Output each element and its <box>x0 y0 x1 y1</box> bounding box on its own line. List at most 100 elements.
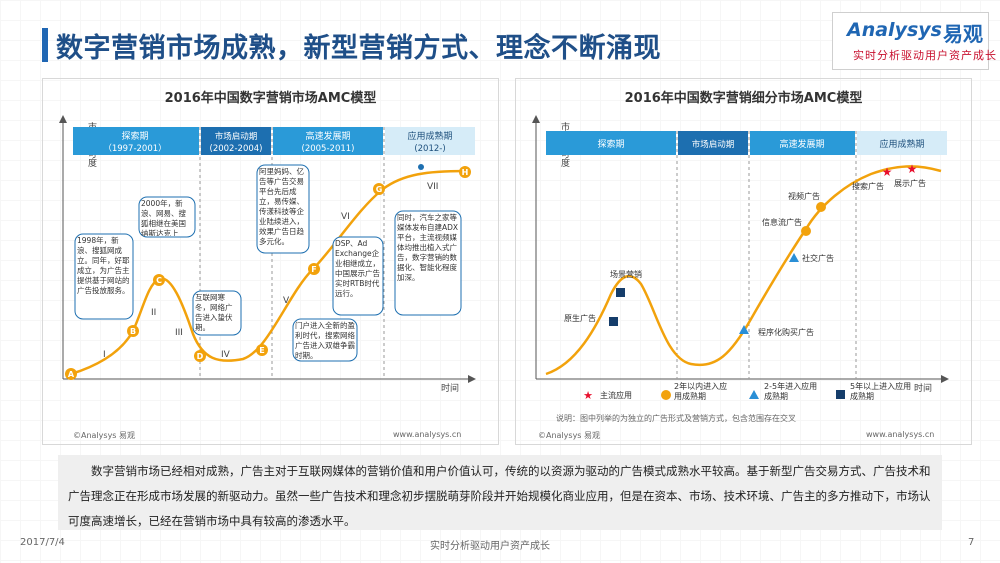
left-roman-1: I <box>103 350 106 360</box>
left-phase-2-years: (2002-2004) <box>210 144 263 154</box>
logo-brand-cn: 易观 <box>943 22 983 46</box>
right-phase-3-name: 高速发展期 <box>779 138 824 150</box>
left-point-f: F <box>308 263 320 275</box>
left-callout-5-text: 阿里妈妈、亿告等广告交易平台先后成立，易传媒、传漾科技等企业陆续进入，效果广告日… <box>259 167 304 246</box>
right-amc-panel: 2016年中国数字营销细分市场AMC模型 市场认可度 时间 探索期 市场启动期 … <box>515 78 972 445</box>
right-panel-title: 2016年中国数字营销细分市场AMC模型 <box>624 91 863 106</box>
left-callout-4 <box>292 318 358 362</box>
left-phase-4 <box>385 127 475 155</box>
left-point-b: B <box>127 325 139 337</box>
left-point-a: A <box>65 368 77 380</box>
legend-2-5-years: 2-5年进入应用成熟期 <box>749 382 817 401</box>
svg-text:主流应用: 主流应用 <box>600 390 632 400</box>
right-x-arrow <box>941 375 949 383</box>
left-roman-2: II <box>151 308 156 318</box>
right-y-arrow <box>532 115 540 123</box>
svg-text:E: E <box>259 346 264 355</box>
svg-text:原生广告: 原生广告 <box>564 313 596 323</box>
left-phase-3-years: (2005-2011) <box>302 144 355 154</box>
right-item-display-ad: ★ 展示广告 <box>894 162 926 188</box>
right-item-feed-ad: 信息流广告 <box>762 217 811 236</box>
left-point-e: E <box>256 344 268 356</box>
left-phase-2-name: 市场启动期 <box>215 131 258 142</box>
svg-text:视频广告: 视频广告 <box>788 191 820 201</box>
right-item-social-ad: 社交广告 <box>789 253 834 263</box>
left-callout-5 <box>256 164 310 254</box>
svg-text:★: ★ <box>583 389 593 402</box>
left-callout-7 <box>394 210 462 316</box>
right-phase-2-name: 市场启动期 <box>692 139 735 150</box>
left-y-arrow <box>59 115 67 123</box>
right-phase-1 <box>546 131 676 155</box>
left-roman-6: VI <box>341 212 350 222</box>
legend-within-2-years: 2年以内进入应用成熟期 <box>661 382 727 401</box>
left-phase-4-years: (2012-) <box>414 144 445 154</box>
right-item-search-ad: ★ 搜索广告 <box>852 165 892 191</box>
left-callout-6-text: DSP、Ad Exchange企业相继成立，中国展示广告实时RTB时代远行。 <box>335 239 380 298</box>
left-x-arrow <box>468 375 476 383</box>
svg-text:★: ★ <box>907 162 918 176</box>
left-callout-1 <box>74 233 134 320</box>
right-note: 说明：图中列举的为独立的广告形式及营销方式，包含范围存在交叉 <box>556 414 796 423</box>
left-callout-3 <box>192 290 242 336</box>
right-url: www.analysys.cn <box>866 430 935 439</box>
title-accent-bar <box>42 28 48 62</box>
svg-text:D: D <box>197 352 204 361</box>
left-roman-3: III <box>175 328 183 338</box>
svg-text:A: A <box>68 370 75 379</box>
right-amc-chart: 市场认可度 时间 探索期 市场启动期 高速发展期 应用成熟期 原生广告 场景营销… <box>524 115 949 402</box>
svg-text:F: F <box>311 265 316 274</box>
left-callout-2-text: 2000年，新浪、网易、搜狐相继在美国纳斯达克上市。 <box>141 199 186 236</box>
left-callout-1-text: 1998年，新浪、搜狐网成立。同年，好耶成立，为广告主提供基于网站的广告投放服务… <box>77 236 130 295</box>
svg-text:★: ★ <box>882 165 893 179</box>
right-item-native-ad: 原生广告 <box>564 313 618 326</box>
left-phase-4-name: 应用成熟期 <box>407 130 452 142</box>
svg-text:H: H <box>462 168 469 177</box>
left-callout-6 <box>332 236 384 316</box>
logo-brand: Analysys <box>847 19 942 41</box>
footer-slogan: 实时分析驱动用户资产成长 <box>430 541 550 552</box>
right-source: ©Analysys 易观 <box>538 431 601 440</box>
page-title: 数字营销市场成熟，新型营销方式、理念不断涌现 <box>56 33 661 64</box>
left-x-label: 时间 <box>441 382 459 394</box>
svg-text:程序化购买广告: 程序化购买广告 <box>758 327 814 337</box>
left-amc-chart: 市场认可度 时间 探索期 （1997-2001） 市场启动期 (2002-200… <box>51 115 476 394</box>
left-url: www.analysys.cn <box>393 430 462 439</box>
footer-date: 2017/7/4 <box>20 537 65 548</box>
summary-paragraph: 数字营销市场已经相对成熟，广告主对于互联网媒体的营销价值和用户价值认可，传统的以… <box>58 455 942 530</box>
left-callout-4-text: 门户进入全新的盈利时代，搜索网络广告进入双雄争霸时期。 <box>295 321 355 360</box>
left-point-h: H <box>459 166 471 178</box>
right-phase-4-name: 应用成熟期 <box>879 138 924 150</box>
svg-text:展示广告: 展示广告 <box>894 178 926 188</box>
right-phase-3 <box>750 131 855 155</box>
left-panel-title: 2016年中国数字营销市场AMC模型 <box>164 91 377 106</box>
left-phase-3 <box>273 127 383 155</box>
svg-text:G: G <box>376 185 383 194</box>
analysys-logo: Analysys 易观 实时分析驱动用户资产成长 <box>832 12 996 70</box>
left-point-g: G <box>373 183 385 195</box>
right-item-programmatic: 程序化购买广告 <box>739 325 814 337</box>
left-callout-3-text: 互联网寒冬，网络广告进入蛰伏期。 <box>195 293 233 332</box>
left-current-dot <box>418 164 424 170</box>
legend-over-5-years: 5年以上进入应用成熟期 <box>836 382 911 401</box>
svg-text:C: C <box>156 276 162 285</box>
left-roman-7: VII <box>427 182 438 192</box>
left-roman-4: IV <box>221 350 231 360</box>
left-source: ©Analysys 易观 <box>73 431 136 440</box>
right-phase-2 <box>678 131 748 155</box>
right-phase-1-name: 探索期 <box>597 138 624 150</box>
svg-text:场景营销: 场景营销 <box>610 269 642 279</box>
footer-page-number: 7 <box>968 537 975 548</box>
left-phase-1 <box>73 127 199 155</box>
svg-text:搜索广告: 搜索广告 <box>852 181 884 191</box>
right-item-scene-marketing: 场景营销 <box>610 269 642 297</box>
svg-text:信息流广告: 信息流广告 <box>762 217 802 227</box>
left-callout-2 <box>138 196 196 238</box>
svg-text:社交广告: 社交广告 <box>802 253 834 263</box>
right-x-label: 时间 <box>914 382 932 394</box>
left-callout-7-text: 同时，汽车之家等媒体发布自建ADX平台，主流视频媒体均推出植入式广告，数字营销的… <box>397 213 459 282</box>
left-phase-1-name: 探索期 <box>121 130 148 142</box>
right-item-video-ad: 视频广告 <box>788 191 826 212</box>
svg-text:B: B <box>130 327 136 336</box>
right-amc-curve <box>545 165 942 376</box>
